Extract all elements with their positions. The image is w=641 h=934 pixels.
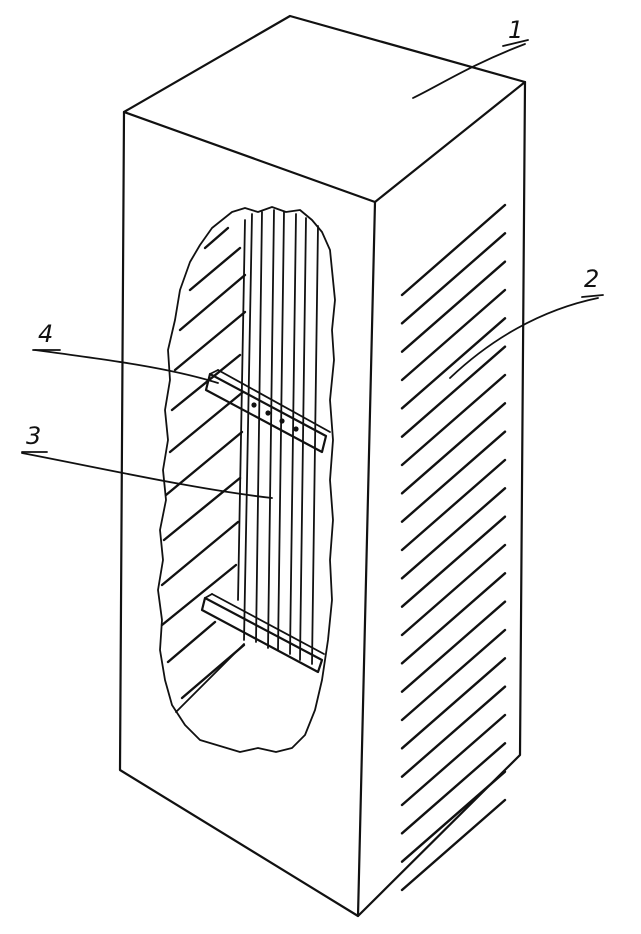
vent-slot <box>400 713 507 807</box>
upper-bracket <box>204 369 331 454</box>
lower-bracket <box>200 593 325 674</box>
vent-slot <box>400 373 507 467</box>
vent-slot <box>400 798 507 892</box>
label-part-4: 4 <box>38 320 53 348</box>
leader-lines <box>21 39 604 499</box>
vent-slot <box>400 430 507 523</box>
label-part-1: 1 <box>508 16 523 44</box>
vent-slots <box>400 203 507 892</box>
vent-slot <box>400 600 507 693</box>
vent-slot <box>400 515 507 608</box>
vent-slot <box>400 543 507 637</box>
label-part-2: 2 <box>584 265 599 293</box>
vent-slot <box>400 685 507 778</box>
side-face <box>356 80 527 918</box>
vent-slot <box>400 487 507 580</box>
vent-slot <box>400 260 507 353</box>
tube-bundle <box>243 209 319 665</box>
vent-slot <box>400 742 507 835</box>
vent-slot <box>400 657 507 750</box>
vent-slot <box>400 572 507 665</box>
vent-slot <box>400 402 507 495</box>
vent-slot <box>400 345 507 438</box>
top-face <box>122 14 527 204</box>
vent-slot <box>400 232 507 325</box>
inner-floor <box>175 643 245 713</box>
vent-slot <box>400 770 507 863</box>
vent-slot <box>400 628 507 722</box>
vent-slot <box>400 317 507 410</box>
cutaway-opening <box>157 206 336 753</box>
vent-slot <box>400 203 507 297</box>
label-part-3: 3 <box>26 422 41 450</box>
vent-slot <box>400 288 507 382</box>
vent-slot <box>400 458 507 552</box>
front-face <box>118 110 377 918</box>
